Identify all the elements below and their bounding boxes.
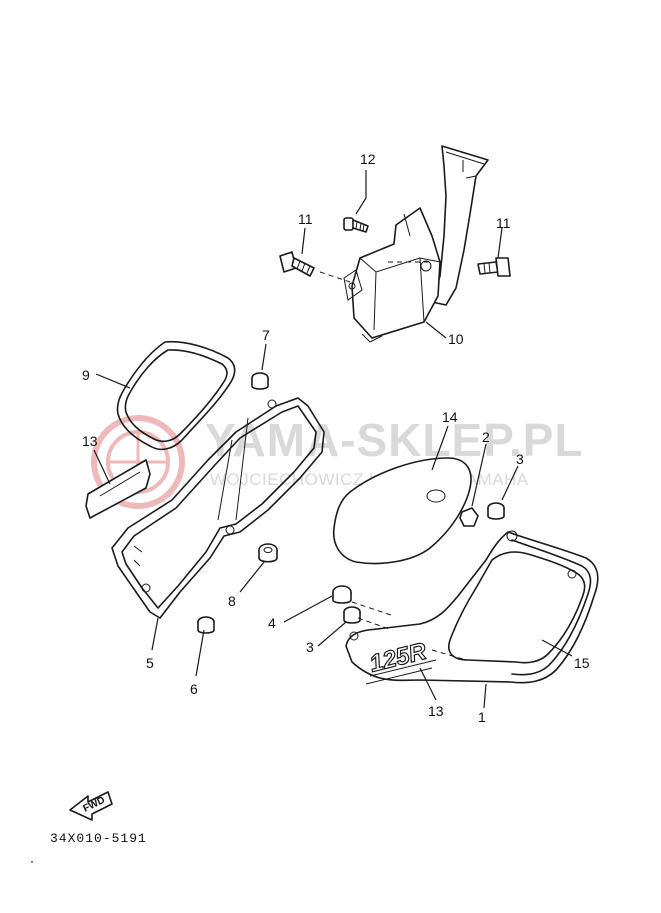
callout-10: 10 [448,331,464,347]
callout-8: 8 [228,593,236,609]
grommet-3-upper [487,502,505,520]
callout-1: 1 [478,709,486,725]
seal-gasket-9 [116,340,236,451]
decal-125r: 125R [367,638,430,678]
bolt-11-left [279,251,315,277]
watermark-brand: YAMA-SKLEP.PL [205,414,584,466]
callouts: 12 11 11 10 7 9 13 14 2 3 8 5 6 4 3 13 1… [82,151,590,725]
callout-15: 15 [574,655,590,671]
callout-3-upper: 3 [516,451,524,467]
leader-lines [93,170,573,709]
cover-plate-14 [332,457,472,565]
callout-5: 5 [146,655,154,671]
grommet-7 [251,372,269,390]
side-cover-left-5 [111,397,325,619]
callout-3-lower: 3 [306,639,314,655]
callout-11-right: 11 [496,215,511,231]
callout-11-left: 11 [298,211,313,227]
bolt-11-right [477,257,511,277]
grommet-3-lower [343,606,361,624]
fwd-arrow-icon: FWD [69,791,113,821]
callout-13-right: 13 [428,703,444,719]
stray-dot [31,861,33,863]
bracket-assembly [319,145,489,343]
drawing-code: 34X010-5191 [50,831,147,846]
callout-6: 6 [190,681,198,697]
callout-13-left: 13 [82,433,98,449]
callout-4: 4 [268,615,276,631]
callout-14: 14 [442,409,458,425]
nut-2 [459,507,479,527]
emblem-13-left [85,459,151,519]
callout-9: 9 [82,367,90,383]
screw-12 [343,217,369,233]
grommet-6 [197,616,215,634]
grommet-4 [332,585,352,604]
grommet-8 [258,543,278,563]
callout-12: 12 [360,151,376,167]
watermark: YAMA-SKLEP.PL WOJCIECHOWICZ | DEALER YAM… [91,414,584,509]
callout-2: 2 [482,429,490,445]
callout-7: 7 [262,327,270,343]
